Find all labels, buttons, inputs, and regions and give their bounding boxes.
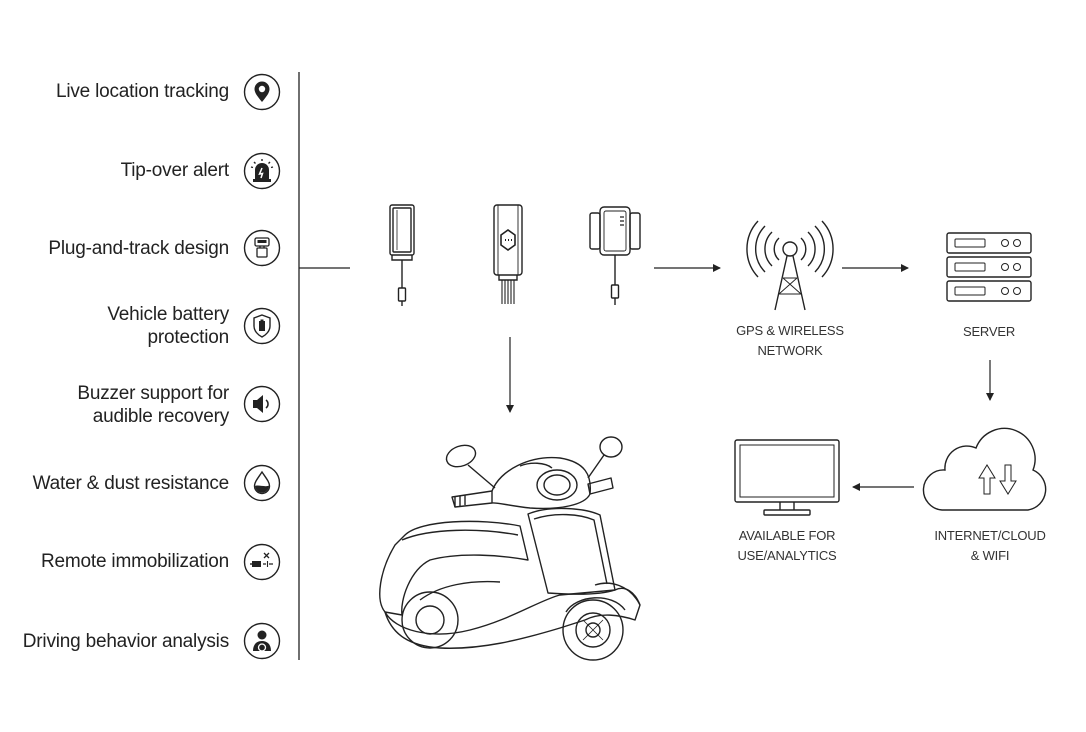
feature-label-driving-behavior: Driving behavior analysis [22,631,229,652]
server-label: SERVER [962,324,1016,339]
network-tower-icon [746,220,834,311]
network-label: GPS & WIRELESS NETWORK [736,323,844,358]
water-drop-icon [243,464,281,502]
driver-icon [243,622,281,660]
feature-label-live-location: Live location tracking [55,81,229,102]
feature-label-water-dust: Water & dust resistance [32,473,230,494]
speaker-icon [243,385,281,423]
alarm-light-icon [243,152,281,190]
cloud-label: INTERNET/CLOUD & WIFI [934,528,1046,563]
feature-label-plug-and-track: Plug-and-track design [48,238,229,259]
tracker-device-2-icon [493,204,523,304]
feature-label-tip-over: Tip-over alert [120,160,230,181]
tracker-device-3-icon [589,206,641,305]
feature-label-buzzer: Buzzer support for audible recovery [77,383,229,427]
monitor-icon [734,439,840,516]
tracker-device-1-icon [389,204,415,306]
cloud-icon [922,427,1047,511]
engine-cut-icon [243,543,281,581]
feature-label-battery-protection: Vehicle battery protection [107,304,229,348]
feature-label-immobilization: Remote immobilization [41,551,229,572]
server-icon [946,232,1032,302]
device-plug-icon [243,229,281,267]
battery-shield-icon [243,307,281,345]
scooter-icon [379,436,641,661]
location-pin-icon [243,73,281,111]
analytics-label: AVAILABLE FOR USE/ANALYTICS [737,528,837,563]
